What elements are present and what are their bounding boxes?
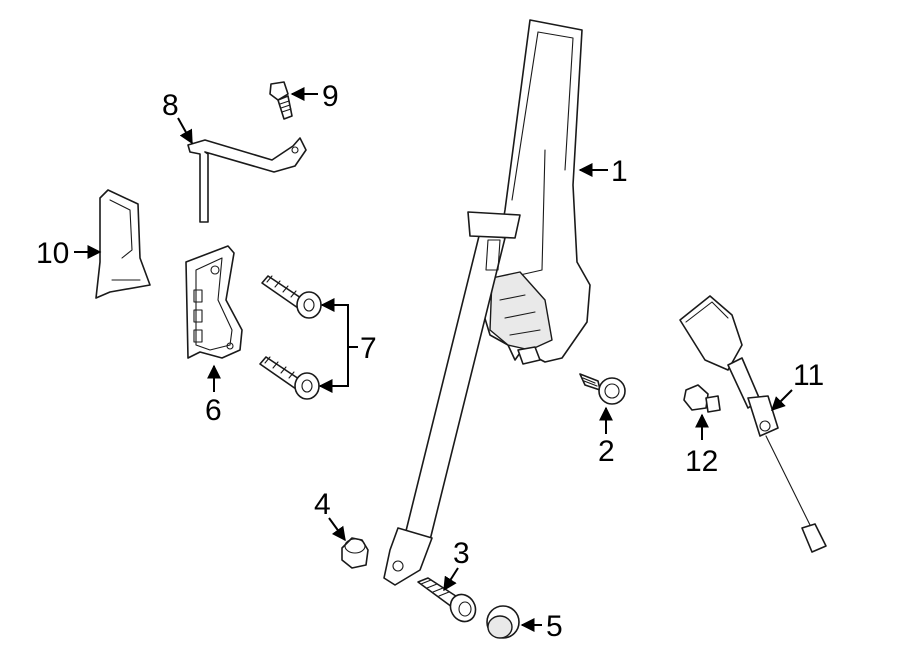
buckle-part-11 [679,295,827,553]
callout-12: 12 [685,445,718,478]
leader-4 [328,517,346,542]
bolt-part-2 [579,373,626,405]
bolts-part-7 [259,275,322,400]
leader-7-lower [323,347,349,387]
seat-belt-retractor-assembly [383,19,591,586]
callout-11: 11 [793,359,824,392]
nut-part-12 [683,384,721,413]
screw-part-9 [269,81,293,120]
callout-8: 8 [162,89,179,122]
callout-9: 9 [322,80,339,113]
leader-lines [74,87,793,632]
callout-7: 7 [360,332,377,365]
leader-3 [443,567,459,592]
callout-5: 5 [546,610,563,643]
callout-labels: 1 2 3 4 5 6 7 8 9 10 11 12 [36,80,824,643]
cap-part-5 [486,605,520,639]
callout-10: 10 [36,237,69,270]
spacer-part-4 [341,537,369,569]
callout-3: 3 [453,537,470,570]
callout-1: 1 [611,155,628,188]
bracket-part-6 [185,245,243,359]
leader-8 [177,117,193,145]
leader-11 [771,389,793,411]
leader-7-upper [325,304,358,348]
callout-4: 4 [314,488,331,521]
callout-6: 6 [205,394,222,427]
trim-cover-part-10 [95,189,151,299]
rod-bracket-part-8 [187,137,307,223]
anchor-bolt-part-3 [417,577,477,623]
callout-2: 2 [598,435,615,468]
